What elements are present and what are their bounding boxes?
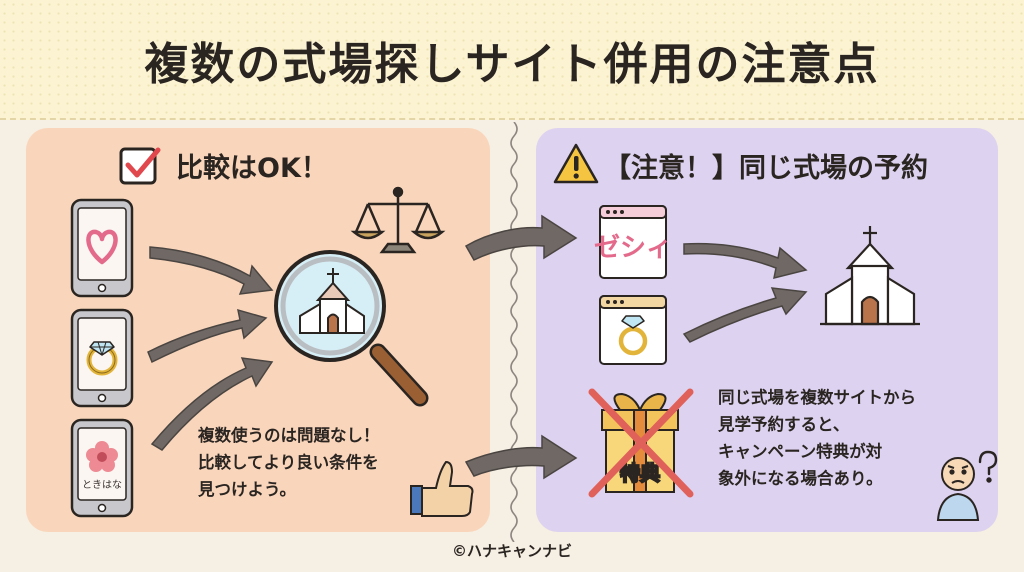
- wavy-divider: [510, 122, 518, 542]
- right-heading: 【注意！】同じ式場の予約: [604, 153, 928, 184]
- left-note-line: 比較してより良い条件を: [198, 453, 379, 472]
- phone-heart-app: [70, 198, 134, 298]
- checkbox-icon: [119, 147, 161, 185]
- flower-icon: [86, 441, 118, 472]
- warning-icon: [553, 143, 599, 184]
- phone-tokihana-app: ときはな: [70, 418, 134, 518]
- ring-icon: [86, 341, 118, 376]
- copyright: ©ハナキャンナビ: [451, 542, 572, 560]
- heart-icon: [86, 229, 118, 265]
- left-note: 複数使うのは問題なし！ 比較してより良い条件を 見つけよう。: [198, 422, 380, 503]
- right-note-line: 象外になる場合あり。: [718, 469, 883, 488]
- page-title: 複数の式場探しサイト併用の注意点: [144, 39, 880, 90]
- right-note-line: 同じ式場を複数サイトから: [718, 388, 916, 407]
- right-note-line: 見学予約すると、: [718, 415, 850, 434]
- right-note-line: キャンペーン特典が対: [718, 442, 883, 461]
- left-heading: 比較はOK！: [176, 153, 328, 184]
- right-note: 同じ式場を複数サイトから 見学予約すると、 キャンペーン特典が対 象外になる場合…: [718, 384, 916, 492]
- left-note-line: 見つけよう。: [198, 480, 297, 499]
- header-banner: 複数の式場探しサイト併用の注意点: [0, 0, 1024, 120]
- tokihana-label: ときはな: [82, 479, 122, 491]
- left-note-line: 複数使うのは問題なし！: [198, 426, 380, 445]
- phone-ring-app: [70, 308, 134, 408]
